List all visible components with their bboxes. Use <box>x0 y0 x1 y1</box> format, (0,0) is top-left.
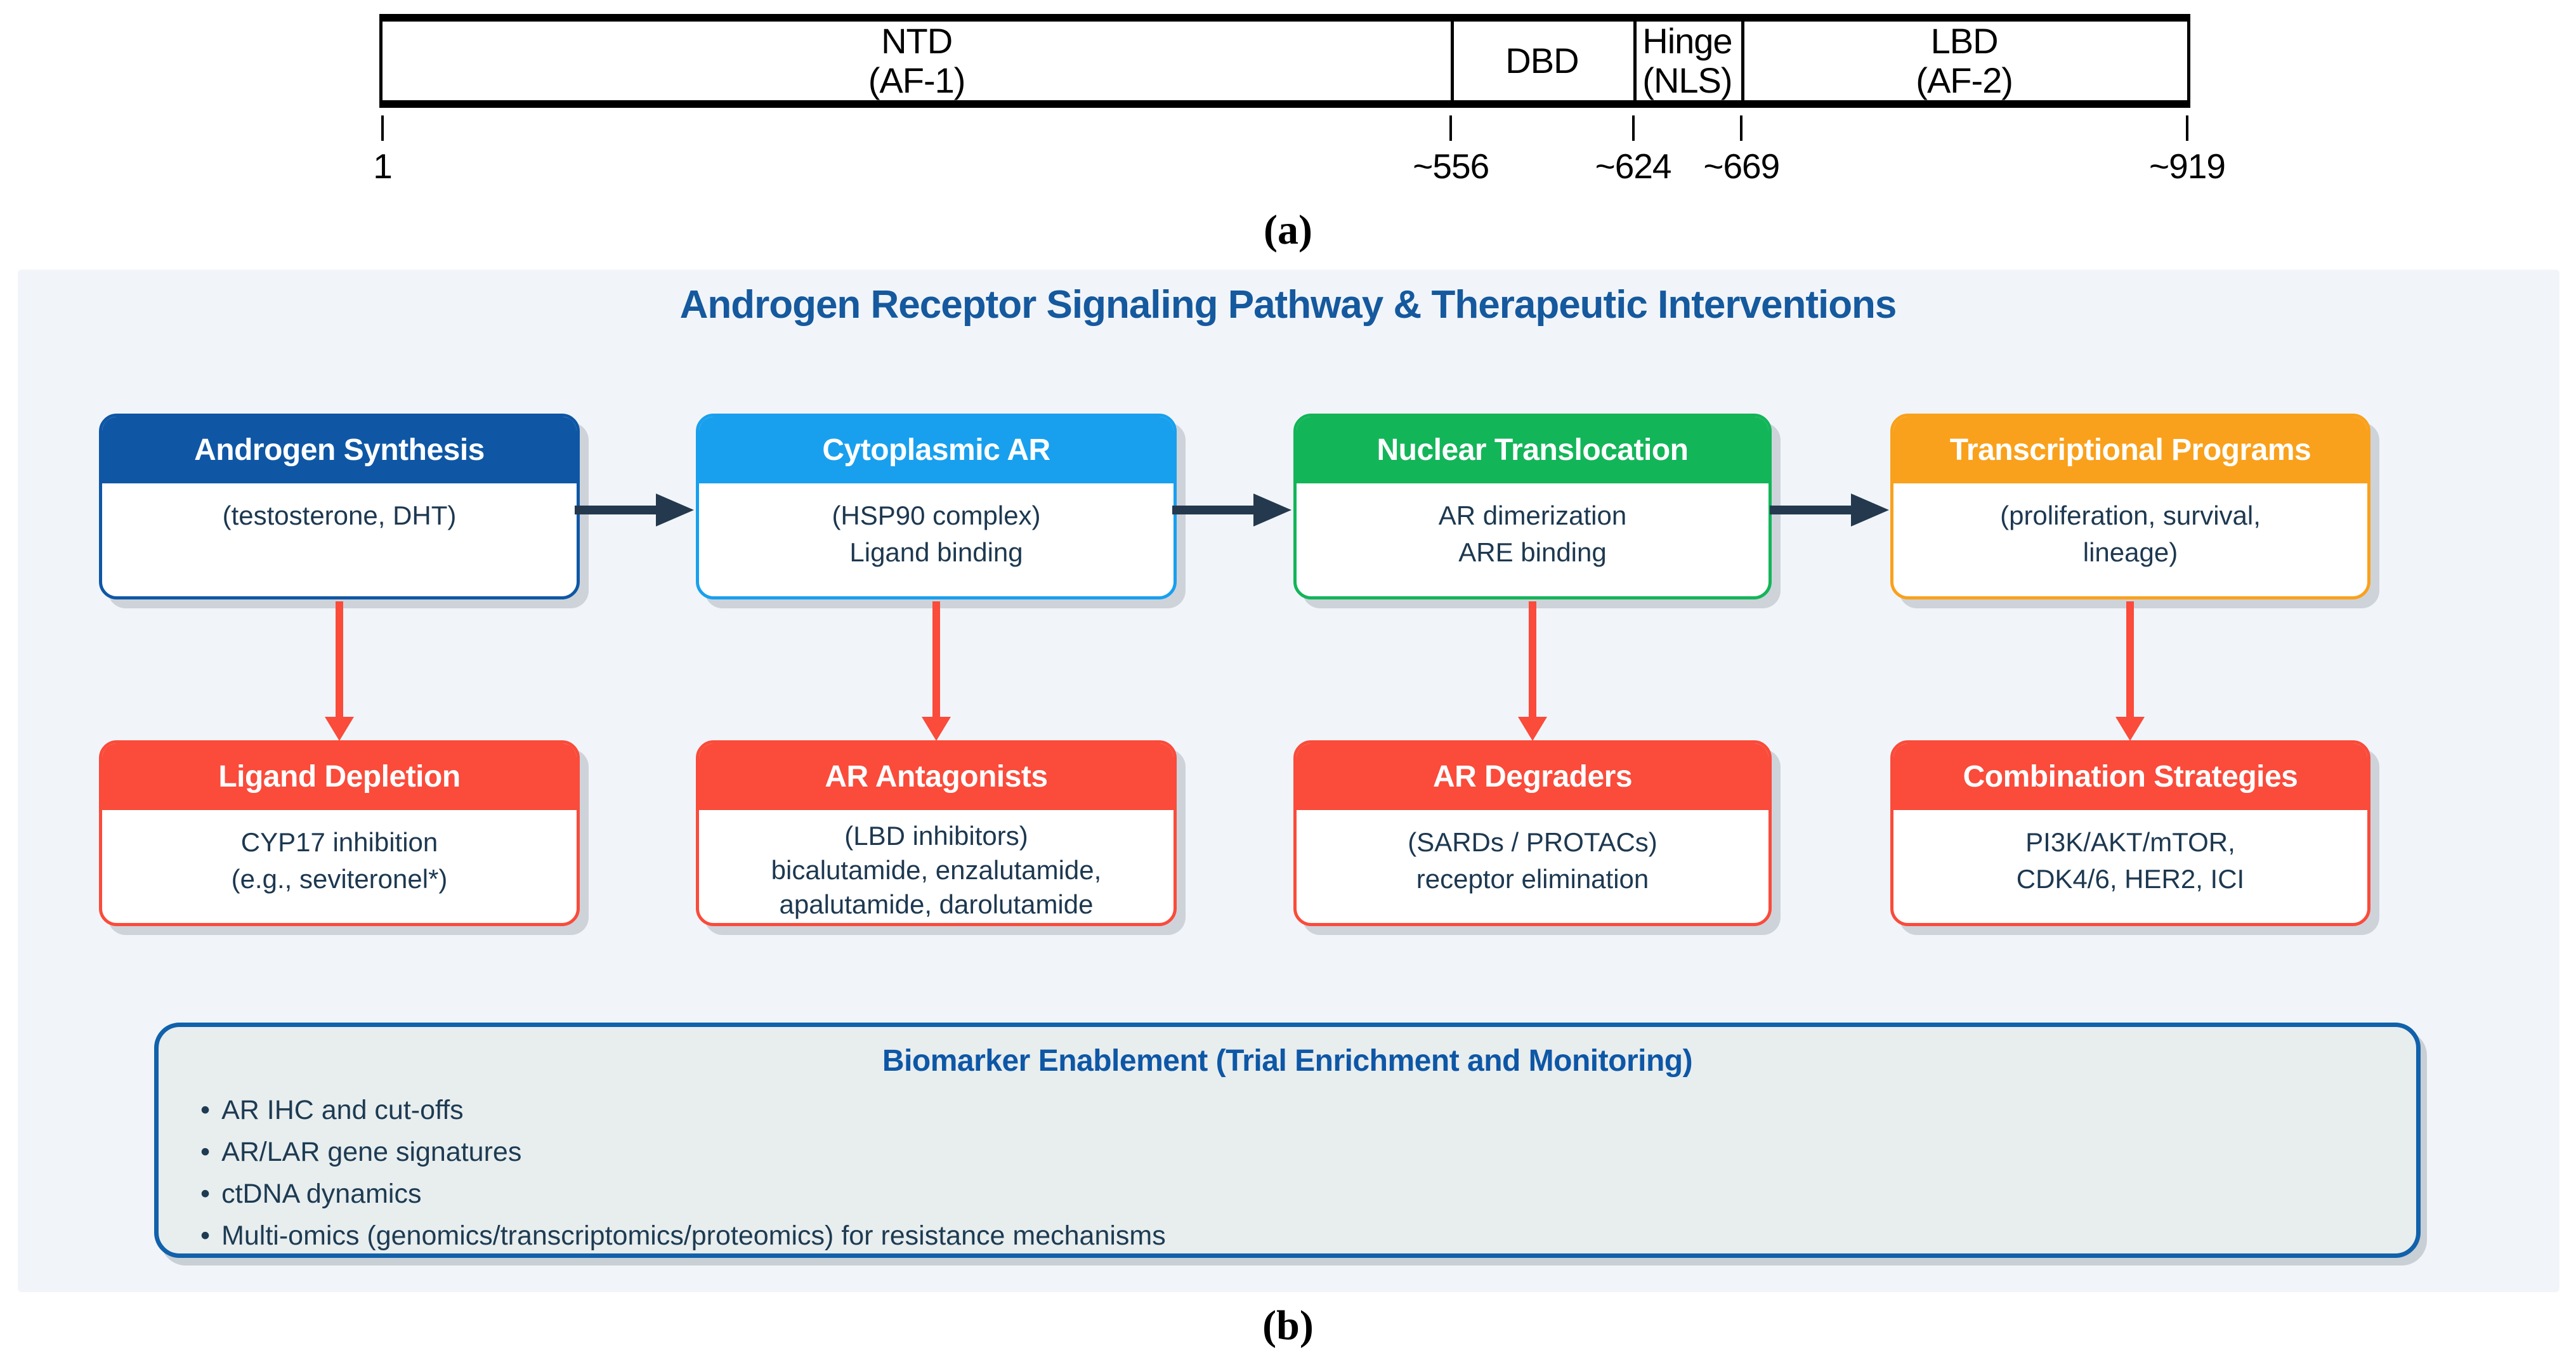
therapy-arrow-2-shaft <box>932 601 940 717</box>
therapy-arrow-1-head <box>325 717 354 741</box>
domain-label-lbd: LBD (AF-2) <box>1741 22 2187 100</box>
biomarker-bullet: • AR/LAR gene signatures <box>200 1131 1166 1173</box>
flow-box-transcriptional-programs-header: Transcriptional Programs <box>1893 417 2367 483</box>
therapy-box-ar-degraders: AR Degraders (SARDs / PROTACs) receptor … <box>1293 740 1772 926</box>
therapy-box-combination-strategies-body: PI3K/AKT/mTOR, CDK4/6, HER2, ICI <box>1893 810 2367 898</box>
body-line: AR dimerization <box>1438 500 1627 530</box>
body-line: CDK4/6, HER2, ICI <box>2016 864 2245 894</box>
bullet-dot: • <box>200 1220 211 1251</box>
bullet-dot: • <box>200 1095 211 1125</box>
tick-label-669: ~669 <box>1703 147 1780 186</box>
flow-box-androgen-synthesis-header: Androgen Synthesis <box>102 417 577 483</box>
domain-label-dbd: DBD <box>1451 22 1633 100</box>
domain-divider-dbd-hinge <box>1633 22 1637 100</box>
bullet-dot: • <box>200 1137 211 1167</box>
panel-title: Androgen Receptor Signaling Pathway & Th… <box>679 283 1897 327</box>
bullet-text: Multi-omics (genomics/transcriptomics/pr… <box>221 1220 1166 1251</box>
domain-label-ntd: NTD (AF-1) <box>382 22 1451 100</box>
tick-mark-669 <box>1740 115 1743 141</box>
domain-ntd-line1: NTD <box>881 21 953 61</box>
body-line: (LBD inhibitors) <box>844 821 1028 851</box>
therapy-arrow-3-head <box>1518 717 1547 741</box>
flow-arrow-1-head <box>656 494 694 527</box>
therapy-arrow-4-head <box>2115 717 2145 741</box>
body-line: bicalutamide, enzalutamide, <box>771 855 1102 885</box>
tick-label-1: 1 <box>373 147 393 186</box>
domain-ntd-line2: (AF-1) <box>868 60 966 100</box>
tick-mark-1 <box>381 115 384 141</box>
therapy-box-ligand-depletion: Ligand Depletion CYP17 inhibition (e.g.,… <box>99 740 580 926</box>
bullet-text: AR/LAR gene signatures <box>221 1137 522 1167</box>
therapy-box-combination-strategies: Combination Strategies PI3K/AKT/mTOR, CD… <box>1890 740 2370 926</box>
biomarker-bullet: • Multi-omics (genomics/transcriptomics/p… <box>200 1215 1166 1257</box>
biomarker-box: Biomarker Enablement (Trial Enrichment a… <box>154 1023 2421 1258</box>
flow-box-transcriptional-programs: Transcriptional Programs (proliferation,… <box>1890 414 2370 599</box>
caption-a: (a) <box>1264 207 1312 253</box>
flow-arrow-2-shaft <box>1172 506 1253 514</box>
protein-domain-bar: NTD (AF-1) DBD Hinge (NLS) LBD (AF-2) 1 … <box>373 14 2226 186</box>
domain-label-hinge: Hinge (NLS) <box>1633 22 1742 100</box>
body-line: Ligand binding <box>849 537 1023 567</box>
therapy-arrow-2-head <box>922 717 951 741</box>
body-line: (proliferation, survival, <box>2000 500 2261 530</box>
bullet-text: ctDNA dynamics <box>221 1179 422 1209</box>
therapy-box-ar-degraders-body: (SARDs / PROTACs) receptor elimination <box>1297 810 1769 898</box>
domain-divider-ntd-dbd <box>1451 22 1455 100</box>
therapy-arrow-4-shaft <box>2126 601 2134 717</box>
flow-arrow-2-head <box>1253 494 1291 527</box>
tick-mark-556 <box>1449 115 1453 141</box>
therapy-box-ar-antagonists-header: AR Antagonists <box>699 743 1174 810</box>
therapy-arrow-1-shaft <box>336 601 343 717</box>
flow-box-nuclear-translocation: Nuclear Translocation AR dimerization AR… <box>1293 414 1772 599</box>
flow-arrow-3-shaft <box>1770 506 1851 514</box>
bullet-text: AR IHC and cut-offs <box>221 1095 464 1125</box>
flow-box-androgen-synthesis: Androgen Synthesis (testosterone, DHT) <box>99 414 580 599</box>
body-line: PI3K/AKT/mTOR, <box>2025 827 2235 857</box>
body-line: (e.g., seviteronel*) <box>231 864 448 894</box>
tick-label-556: ~556 <box>1413 147 1489 186</box>
body-line: ARE binding <box>1458 537 1607 567</box>
flow-arrow-1-shaft <box>575 506 656 514</box>
flow-box-nuclear-translocation-body: AR dimerization ARE binding <box>1297 483 1769 571</box>
caption-b: (b) <box>1262 1302 1314 1349</box>
biomarker-bullet-list: • AR IHC and cut-offs • AR/LAR gene signat… <box>200 1089 1166 1257</box>
flow-box-androgen-synthesis-body: (testosterone, DHT) <box>102 483 577 534</box>
tick-label-919: ~919 <box>2149 147 2226 186</box>
body-line: (SARDs / PROTACs) <box>1408 827 1657 857</box>
therapy-arrow-3-shaft <box>1529 601 1536 717</box>
tick-mark-624 <box>1631 115 1635 141</box>
body-line: apalutamide, darolutamide <box>779 889 1094 919</box>
domain-divider-hinge-lbd <box>1741 22 1745 100</box>
biomarker-title: Biomarker Enablement (Trial Enrichment a… <box>882 1044 1693 1078</box>
therapy-box-ligand-depletion-header: Ligand Depletion <box>102 743 577 810</box>
therapy-box-ar-antagonists-body: (LBD inhibitors) bicalutamide, enzalutam… <box>699 810 1174 922</box>
biomarker-bullet: • AR IHC and cut-offs <box>200 1089 1166 1131</box>
flow-box-transcriptional-programs-body: (proliferation, survival, lineage) <box>1893 483 2367 571</box>
domain-hinge-line2: (NLS) <box>1642 60 1732 100</box>
therapy-box-ar-degraders-header: AR Degraders <box>1297 743 1769 810</box>
flow-arrow-3-head <box>1851 494 1889 527</box>
flow-box-nuclear-translocation-header: Nuclear Translocation <box>1297 417 1769 483</box>
body-line: lineage) <box>2082 537 2178 567</box>
therapy-box-ligand-depletion-body: CYP17 inhibition (e.g., seviteronel*) <box>102 810 577 898</box>
body-line: receptor elimination <box>1416 864 1649 894</box>
flow-box-cytoplasmic-ar-header: Cytoplasmic AR <box>699 417 1174 483</box>
therapy-box-ar-antagonists: AR Antagonists (LBD inhibitors) bicaluta… <box>696 740 1177 926</box>
body-line: (HSP90 complex) <box>832 500 1041 530</box>
flow-box-cytoplasmic-ar: Cytoplasmic AR (HSP90 complex) Ligand bi… <box>696 414 1177 599</box>
domain-dbd-line1: DBD <box>1505 41 1579 81</box>
bullet-dot: • <box>200 1179 211 1209</box>
flow-box-cytoplasmic-ar-body: (HSP90 complex) Ligand binding <box>699 483 1174 571</box>
therapy-box-combination-strategies-header: Combination Strategies <box>1893 743 2367 810</box>
biomarker-bullet: • ctDNA dynamics <box>200 1173 1166 1215</box>
domain-lbd-line1: LBD <box>1930 21 1999 61</box>
tick-label-624: ~624 <box>1595 147 1672 186</box>
domain-lbd-line2: (AF-2) <box>1916 60 2013 100</box>
body-line: (testosterone, DHT) <box>222 500 457 530</box>
tick-mark-919 <box>2186 115 2188 141</box>
body-line: CYP17 inhibition <box>240 827 438 857</box>
domain-hinge-line1: Hinge <box>1642 21 1732 61</box>
